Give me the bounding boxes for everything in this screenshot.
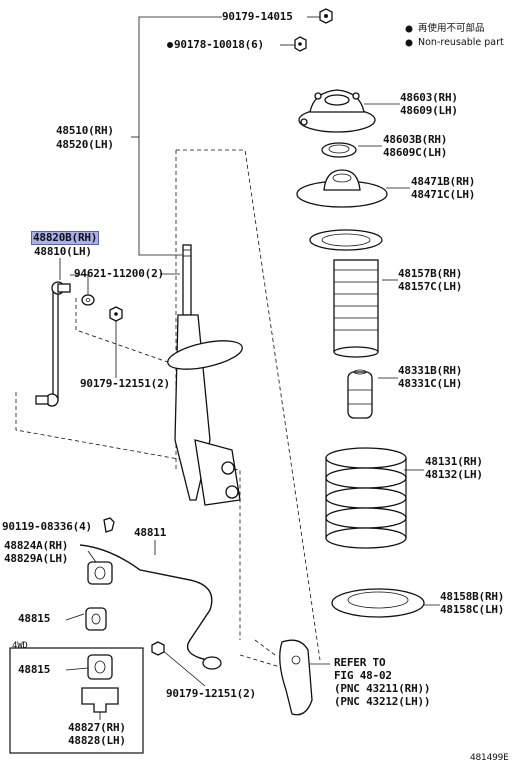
label-48157B[interactable]: 48157B(RH) — [398, 267, 463, 280]
refer-line-3[interactable]: (PNC 43211(RH)) — [334, 682, 431, 695]
label-48810[interactable]: 48810(LH) — [34, 245, 92, 258]
bearing — [321, 142, 357, 158]
label-48131[interactable]: 48131(RH) — [425, 455, 483, 468]
nonreusable-marker — [167, 42, 173, 48]
dust-boot — [309, 229, 383, 358]
shock-absorber — [167, 244, 243, 506]
leader-lines — [59, 16, 440, 720]
label-48811[interactable]: 48811 — [134, 526, 167, 539]
refer-line-1[interactable]: REFER TO — [334, 656, 386, 669]
label-48609[interactable]: 48609(LH) — [400, 104, 458, 117]
label-90179-12151-top[interactable]: 90179-12151(2) — [80, 377, 170, 390]
stabilizer-link — [35, 281, 71, 407]
upper-spring-seat — [296, 169, 388, 208]
legend-bullet-2 — [405, 39, 413, 47]
legend-item-en: Non-reusable part — [418, 37, 504, 48]
label-48510[interactable]: 48510(RH) — [56, 124, 114, 137]
label-48820B-highlighted[interactable]: 48820B(RH) — [30, 231, 100, 245]
upper-support — [298, 89, 376, 133]
label-90179-14015[interactable]: 90179-14015 — [222, 10, 293, 23]
legend-bullet-1 — [405, 25, 413, 33]
refer-line-4[interactable]: (PNC 43212(LH)) — [334, 695, 431, 708]
washer — [81, 294, 95, 306]
bump-stopper — [347, 369, 373, 419]
label-48609C[interactable]: 48609C(LH) — [383, 146, 448, 159]
label-48520[interactable]: 48520(LH) — [56, 138, 114, 151]
flange-nut — [294, 36, 307, 52]
label-48132[interactable]: 48132(LH) — [425, 468, 483, 481]
coil-spring — [325, 447, 407, 549]
label-48331C[interactable]: 48331C(LH) — [398, 377, 463, 390]
label-48157C[interactable]: 48157C(LH) — [398, 280, 463, 293]
label-48158C[interactable]: 48158C(LH) — [440, 603, 505, 616]
label-48829A[interactable]: 48829A(LH) — [4, 552, 69, 565]
label-48815-4wd[interactable]: 48815 — [18, 663, 51, 676]
refer-line-2[interactable]: FIG 48-02 — [334, 669, 392, 682]
figure-number: 481499E — [470, 753, 509, 763]
label-48603B[interactable]: 48603B(RH) — [383, 133, 448, 146]
lower-insulator — [331, 588, 425, 618]
label-4wd: 4WD — [12, 641, 28, 651]
label-90119-08336[interactable]: 90119-08336(4) — [2, 520, 92, 533]
label-48158B[interactable]: 48158B(RH) — [440, 590, 505, 603]
bushing-bracket — [87, 517, 115, 585]
link-nut — [109, 306, 123, 322]
label-48603[interactable]: 48603(RH) — [400, 91, 458, 104]
top-nut — [319, 8, 333, 24]
label-48828[interactable]: 48828(LH) — [68, 734, 126, 747]
label-90179-12151-bottom[interactable]: 90179-12151(2) — [166, 687, 256, 700]
bolt — [151, 641, 165, 656]
label-48815[interactable]: 48815 — [18, 612, 51, 625]
stabilizer-bar — [79, 544, 222, 670]
bushing — [85, 607, 107, 631]
label-90178-10018[interactable]: 90178-10018(6) — [174, 38, 264, 51]
label-48827[interactable]: 48827(RH) — [68, 721, 126, 734]
label-48471B[interactable]: 48471B(RH) — [411, 175, 476, 188]
label-48824A[interactable]: 48824A(RH) — [4, 539, 69, 552]
label-94621-11200[interactable]: 94621-11200(2) — [74, 267, 164, 280]
knuckle-reference — [279, 639, 313, 716]
label-48471C[interactable]: 48471C(LH) — [411, 188, 476, 201]
legend-item-jp: 再使用不可部品 — [418, 23, 485, 34]
4wd-inset — [9, 647, 144, 754]
label-48331B[interactable]: 48331B(RH) — [398, 364, 463, 377]
